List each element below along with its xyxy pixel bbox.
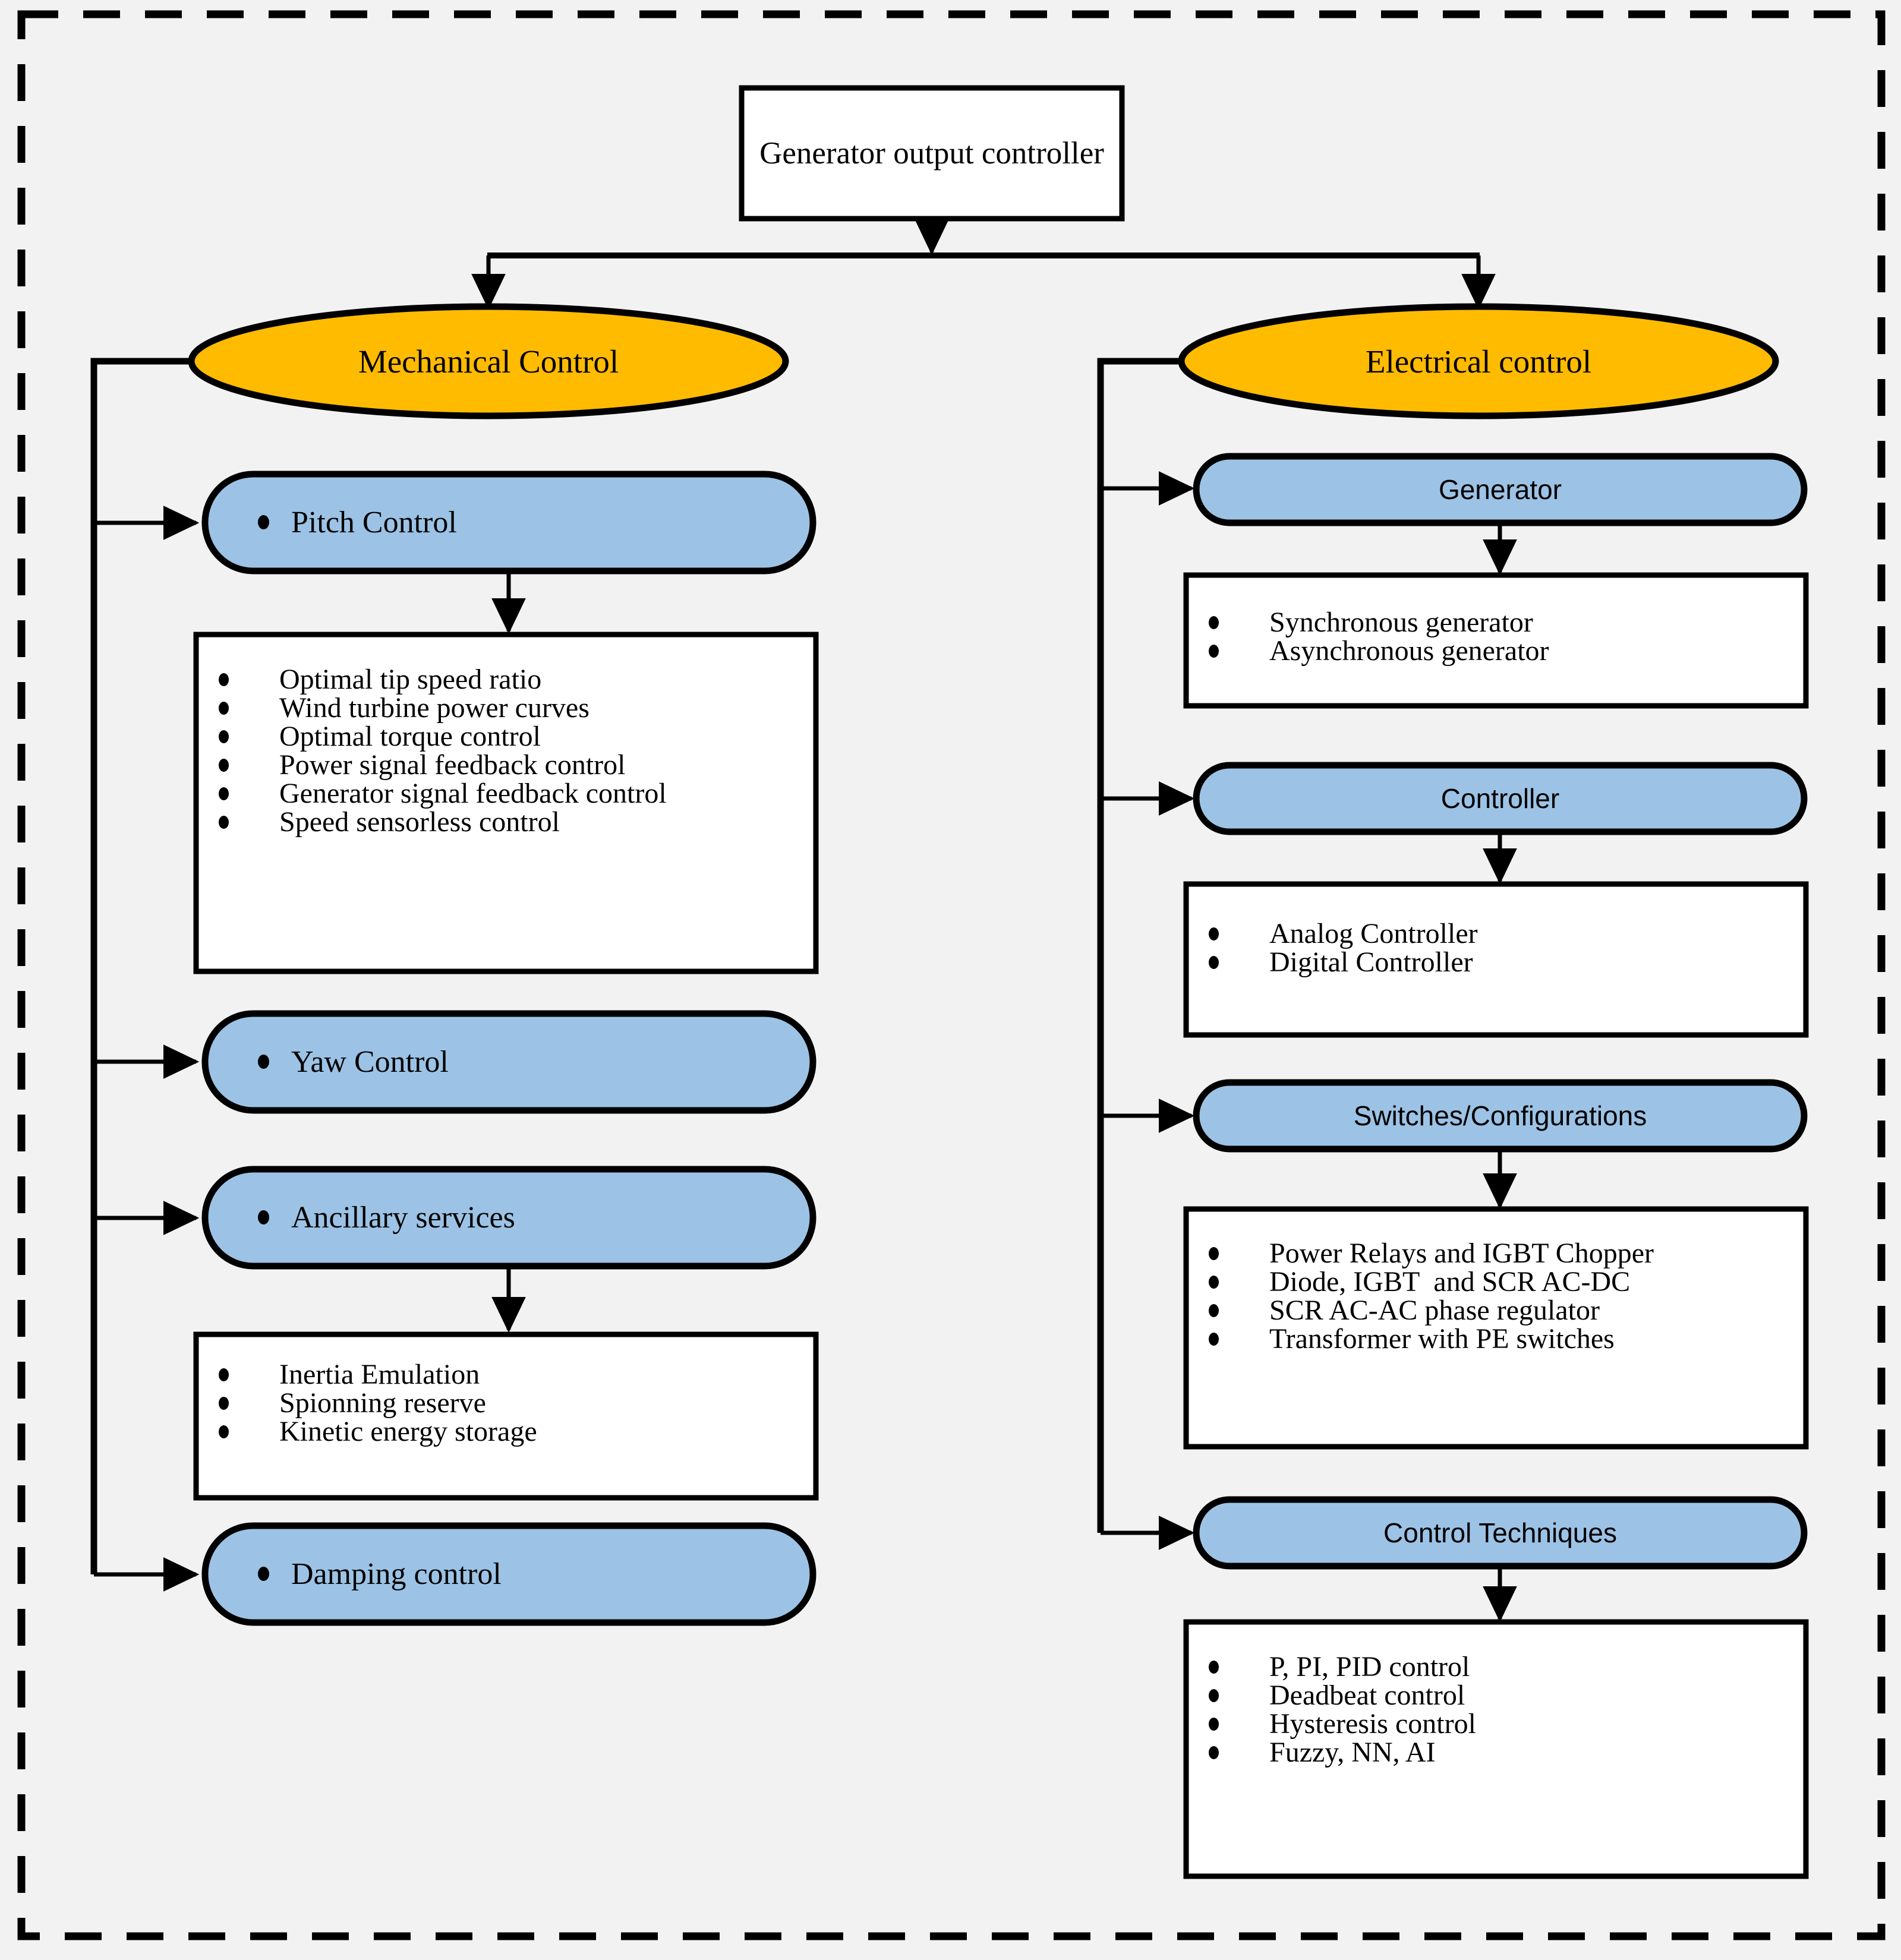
list-item: Inertia Emulation (208, 1361, 808, 1389)
root-box-shape (739, 85, 1125, 222)
list-item: Asynchronous generator (1198, 637, 1798, 665)
list-item: Spionning reserve (208, 1389, 808, 1418)
list-item: Optimal tip speed ratio (208, 665, 808, 694)
damping-control-pill-shape (201, 1522, 816, 1626)
controller-details-list: Analog Controller Digital Controller (1198, 920, 1798, 977)
list-item: Speed sensorless control (208, 808, 808, 837)
pitch-details-list: Optimal tip speed ratio Wind turbine pow… (208, 665, 808, 837)
list-item: Digital Controller (1198, 948, 1798, 977)
list-item: SCR AC-AC phase regulator (1198, 1296, 1798, 1325)
list-item: Fuzzy, NN, AI (1198, 1738, 1798, 1767)
list-item: Wind turbine power curves (208, 694, 808, 722)
list-item: Deadbeat control (1198, 1681, 1798, 1710)
list-item: Transformer with PE switches (1198, 1325, 1798, 1353)
list-item: Hysteresis control (1198, 1710, 1798, 1738)
list-item: Power Relays and IGBT Chopper (1198, 1239, 1798, 1268)
connector-left-bus (90, 358, 191, 1574)
switches-pill-shape (1193, 1079, 1808, 1153)
techniques-details-list: P, PI, PID control Deadbeat control Hyst… (1198, 1653, 1798, 1767)
yaw-control-pill-shape (201, 1010, 816, 1114)
pitch-control-pill-shape (201, 471, 816, 575)
list-item: Generator signal feedback control (208, 779, 808, 808)
list-item: Kinetic energy storage (208, 1418, 808, 1446)
list-item: Diode, IGBT and SCR AC-DC (1198, 1268, 1798, 1296)
generator-pill-shape (1193, 453, 1808, 526)
connector-right-bus (1097, 358, 1181, 1533)
switches-details-list: Power Relays and IGBT Chopper Diode, IGB… (1198, 1239, 1798, 1353)
pitch-control-bullet-icon (258, 515, 269, 529)
ancillary-details-list: Inertia Emulation Spionning reserve Kine… (208, 1361, 808, 1446)
ancillary-services-pill-shape (201, 1166, 816, 1270)
list-item: Optimal torque control (208, 722, 808, 751)
generator-details-list: Synchronous generator Asynchronous gener… (1198, 608, 1798, 665)
list-item: P, PI, PID control (1198, 1653, 1798, 1681)
electrical-control-ellipse-shape (1178, 303, 1779, 419)
list-item: Analog Controller (1198, 920, 1798, 948)
ancillary-services-bullet-icon (258, 1210, 269, 1224)
damping-control-bullet-icon (258, 1567, 269, 1581)
controller-pill-shape (1193, 762, 1808, 835)
outer-dashed-frame (17, 10, 1886, 1940)
list-item: Power signal feedback control (208, 751, 808, 779)
list-item: Synchronous generator (1198, 608, 1798, 637)
yaw-control-bullet-icon (258, 1055, 269, 1069)
mechanical-control-ellipse-shape (188, 303, 789, 419)
techniques-pill-shape (1193, 1496, 1808, 1570)
